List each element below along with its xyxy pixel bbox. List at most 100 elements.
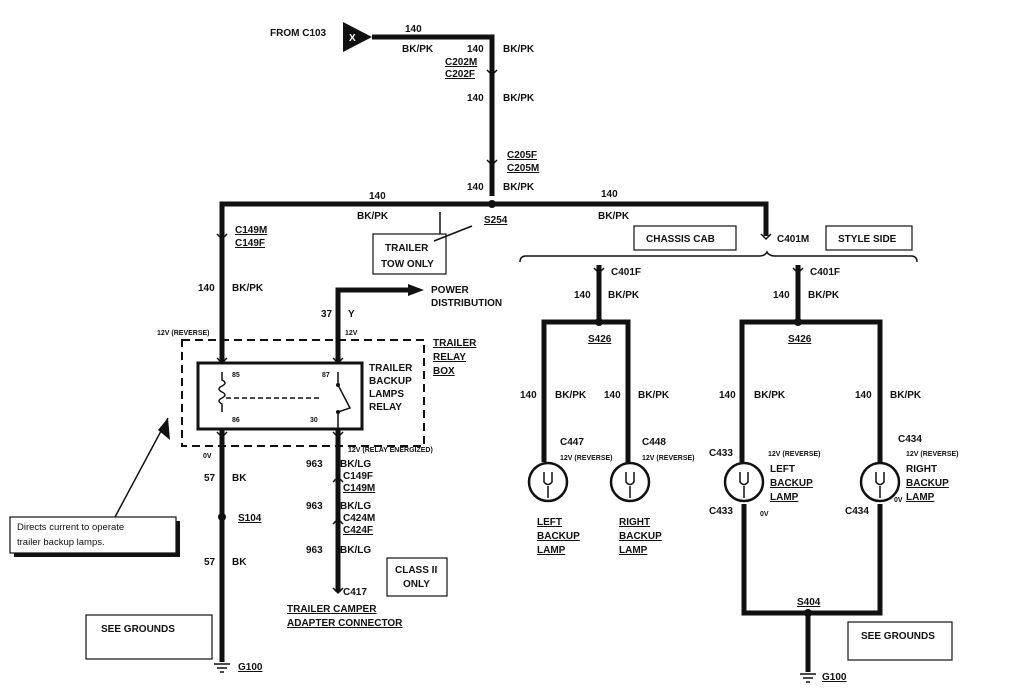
wire-color: BK/PK: [608, 290, 640, 301]
wire-label: 140: [601, 189, 618, 200]
see-grounds-box-left: [85, 614, 213, 660]
wire-color: BK: [232, 557, 247, 568]
wire-color: BK/LG: [340, 545, 371, 556]
wire-label: 140: [369, 191, 386, 202]
variant-brace: [519, 250, 918, 263]
wire-color: BK/PK: [754, 390, 786, 401]
chassis-cab-label: CHASSIS CAB: [646, 234, 715, 245]
splice-s426: S426: [788, 334, 812, 345]
voltage-label: 12V: [345, 330, 358, 337]
wire-color: BK/PK: [402, 44, 434, 55]
relay-box-label: TRAILER: [433, 338, 477, 349]
note-text: Directs current to operate: [17, 522, 124, 533]
connector-c433: C433: [709, 448, 733, 459]
lamp-icon: [527, 461, 569, 503]
connector-arrow: [486, 159, 498, 167]
wire-label: 140: [467, 182, 484, 193]
trailer-relay-box: [181, 339, 425, 447]
x-mark: X: [349, 33, 356, 44]
lamp-label: LAMP: [537, 545, 566, 556]
relay-label: BACKUP: [369, 376, 412, 387]
connector-c149f: C149F: [235, 238, 265, 249]
connector-arrow: [332, 517, 344, 525]
connector-c447: C447: [560, 437, 584, 448]
wire-37-y: [335, 287, 410, 358]
wire-140-ss-split: [739, 319, 883, 462]
adapter-connector-label: TRAILER CAMPER: [287, 604, 377, 615]
voltage-label: 12V (REVERSE): [906, 451, 959, 458]
style-side-label: STYLE SIDE: [838, 234, 897, 245]
wire-label: 140: [467, 44, 484, 55]
voltage-label: 0V: [894, 497, 903, 504]
splice-s104: S104: [238, 513, 262, 524]
wire-label: 140: [719, 390, 736, 401]
see-grounds-label: SEE GROUNDS: [101, 624, 175, 635]
ground-g100: G100: [822, 672, 847, 683]
splice-s426: S426: [588, 334, 612, 345]
splice-s254-dot: [488, 200, 496, 208]
wire-color: BK/PK: [598, 211, 630, 222]
connector-c401m: C401M: [777, 234, 809, 245]
wire-label: 57: [204, 473, 216, 484]
connector-arrow: [760, 233, 772, 241]
wire-140-cc-split: [541, 319, 631, 462]
wire-label: 140: [604, 390, 621, 401]
ground-icon: [214, 663, 230, 673]
splice-s404: S404: [797, 597, 821, 608]
wire-label: 963: [306, 459, 323, 470]
wire-color: BK/PK: [503, 44, 535, 55]
connector-arrow: [216, 233, 228, 241]
wire-color: BK/LG: [340, 501, 371, 512]
trailer-tow-label: TOW ONLY: [381, 259, 434, 270]
lamp-label: LEFT: [770, 464, 795, 475]
lamp-label: BACKUP: [537, 531, 580, 542]
wire-color: BK/PK: [555, 390, 587, 401]
connector-c202m: C202M: [445, 57, 477, 68]
voltage-label: 12V (REVERSE): [157, 330, 210, 337]
class-ii-label: ONLY: [403, 579, 430, 590]
voltage-label: 0V: [760, 511, 769, 518]
wire-label: 963: [306, 501, 323, 512]
style-side-box: [825, 225, 913, 251]
connector-c434: C434: [898, 434, 922, 445]
connector-c448: C448: [642, 437, 666, 448]
pin-86: 86: [232, 417, 240, 424]
splice-s104-dot: [218, 513, 226, 521]
voltage-label: 0V: [203, 453, 212, 460]
voltage-label: 12V (RELAY ENERGIZED): [348, 447, 433, 454]
connector-c202f: C202F: [445, 69, 475, 80]
lamp-label: BACKUP: [619, 531, 662, 542]
adapter-connector-label: ADAPTER CONNECTOR: [287, 618, 403, 629]
connector-c401f: C401F: [611, 267, 641, 278]
trailer-tow-label: TRAILER: [385, 243, 429, 254]
relay-coil: [218, 372, 226, 412]
connector-c433: C433: [709, 506, 733, 517]
see-grounds-box-right: [847, 621, 953, 661]
from-c103-label: FROM C103: [270, 28, 327, 39]
lamp-label: LEFT: [537, 517, 562, 528]
chassis-cab-box: [633, 225, 737, 251]
power-distribution-label: POWER: [431, 285, 470, 296]
ground-g100: G100: [238, 662, 263, 673]
connector-c103-symbol: [343, 22, 372, 52]
lamp-icon: [723, 461, 765, 503]
wire-color: BK: [232, 473, 247, 484]
relay-label: LAMPS: [369, 389, 404, 400]
connector-arrow: [332, 587, 344, 595]
class-ii-label: CLASS II: [395, 565, 437, 576]
lamp-label: RIGHT: [906, 464, 937, 475]
wire-color: BK/PK: [357, 211, 389, 222]
arrow-power: [408, 284, 424, 296]
wire-color: BK/PK: [232, 283, 264, 294]
relay-body: [196, 361, 364, 431]
power-distribution-label: DISTRIBUTION: [431, 298, 502, 309]
wire-color: BK/PK: [890, 390, 922, 401]
wire-label: 57: [204, 557, 216, 568]
callout-line: [114, 417, 169, 518]
class-ii-only-box: [386, 557, 448, 597]
connector-c434: C434: [845, 506, 869, 517]
wire-label: 140: [467, 93, 484, 104]
see-grounds-label: SEE GROUNDS: [861, 631, 935, 642]
relay-label: TRAILER: [369, 363, 413, 374]
note-text: trailer backup lamps.: [17, 537, 105, 548]
